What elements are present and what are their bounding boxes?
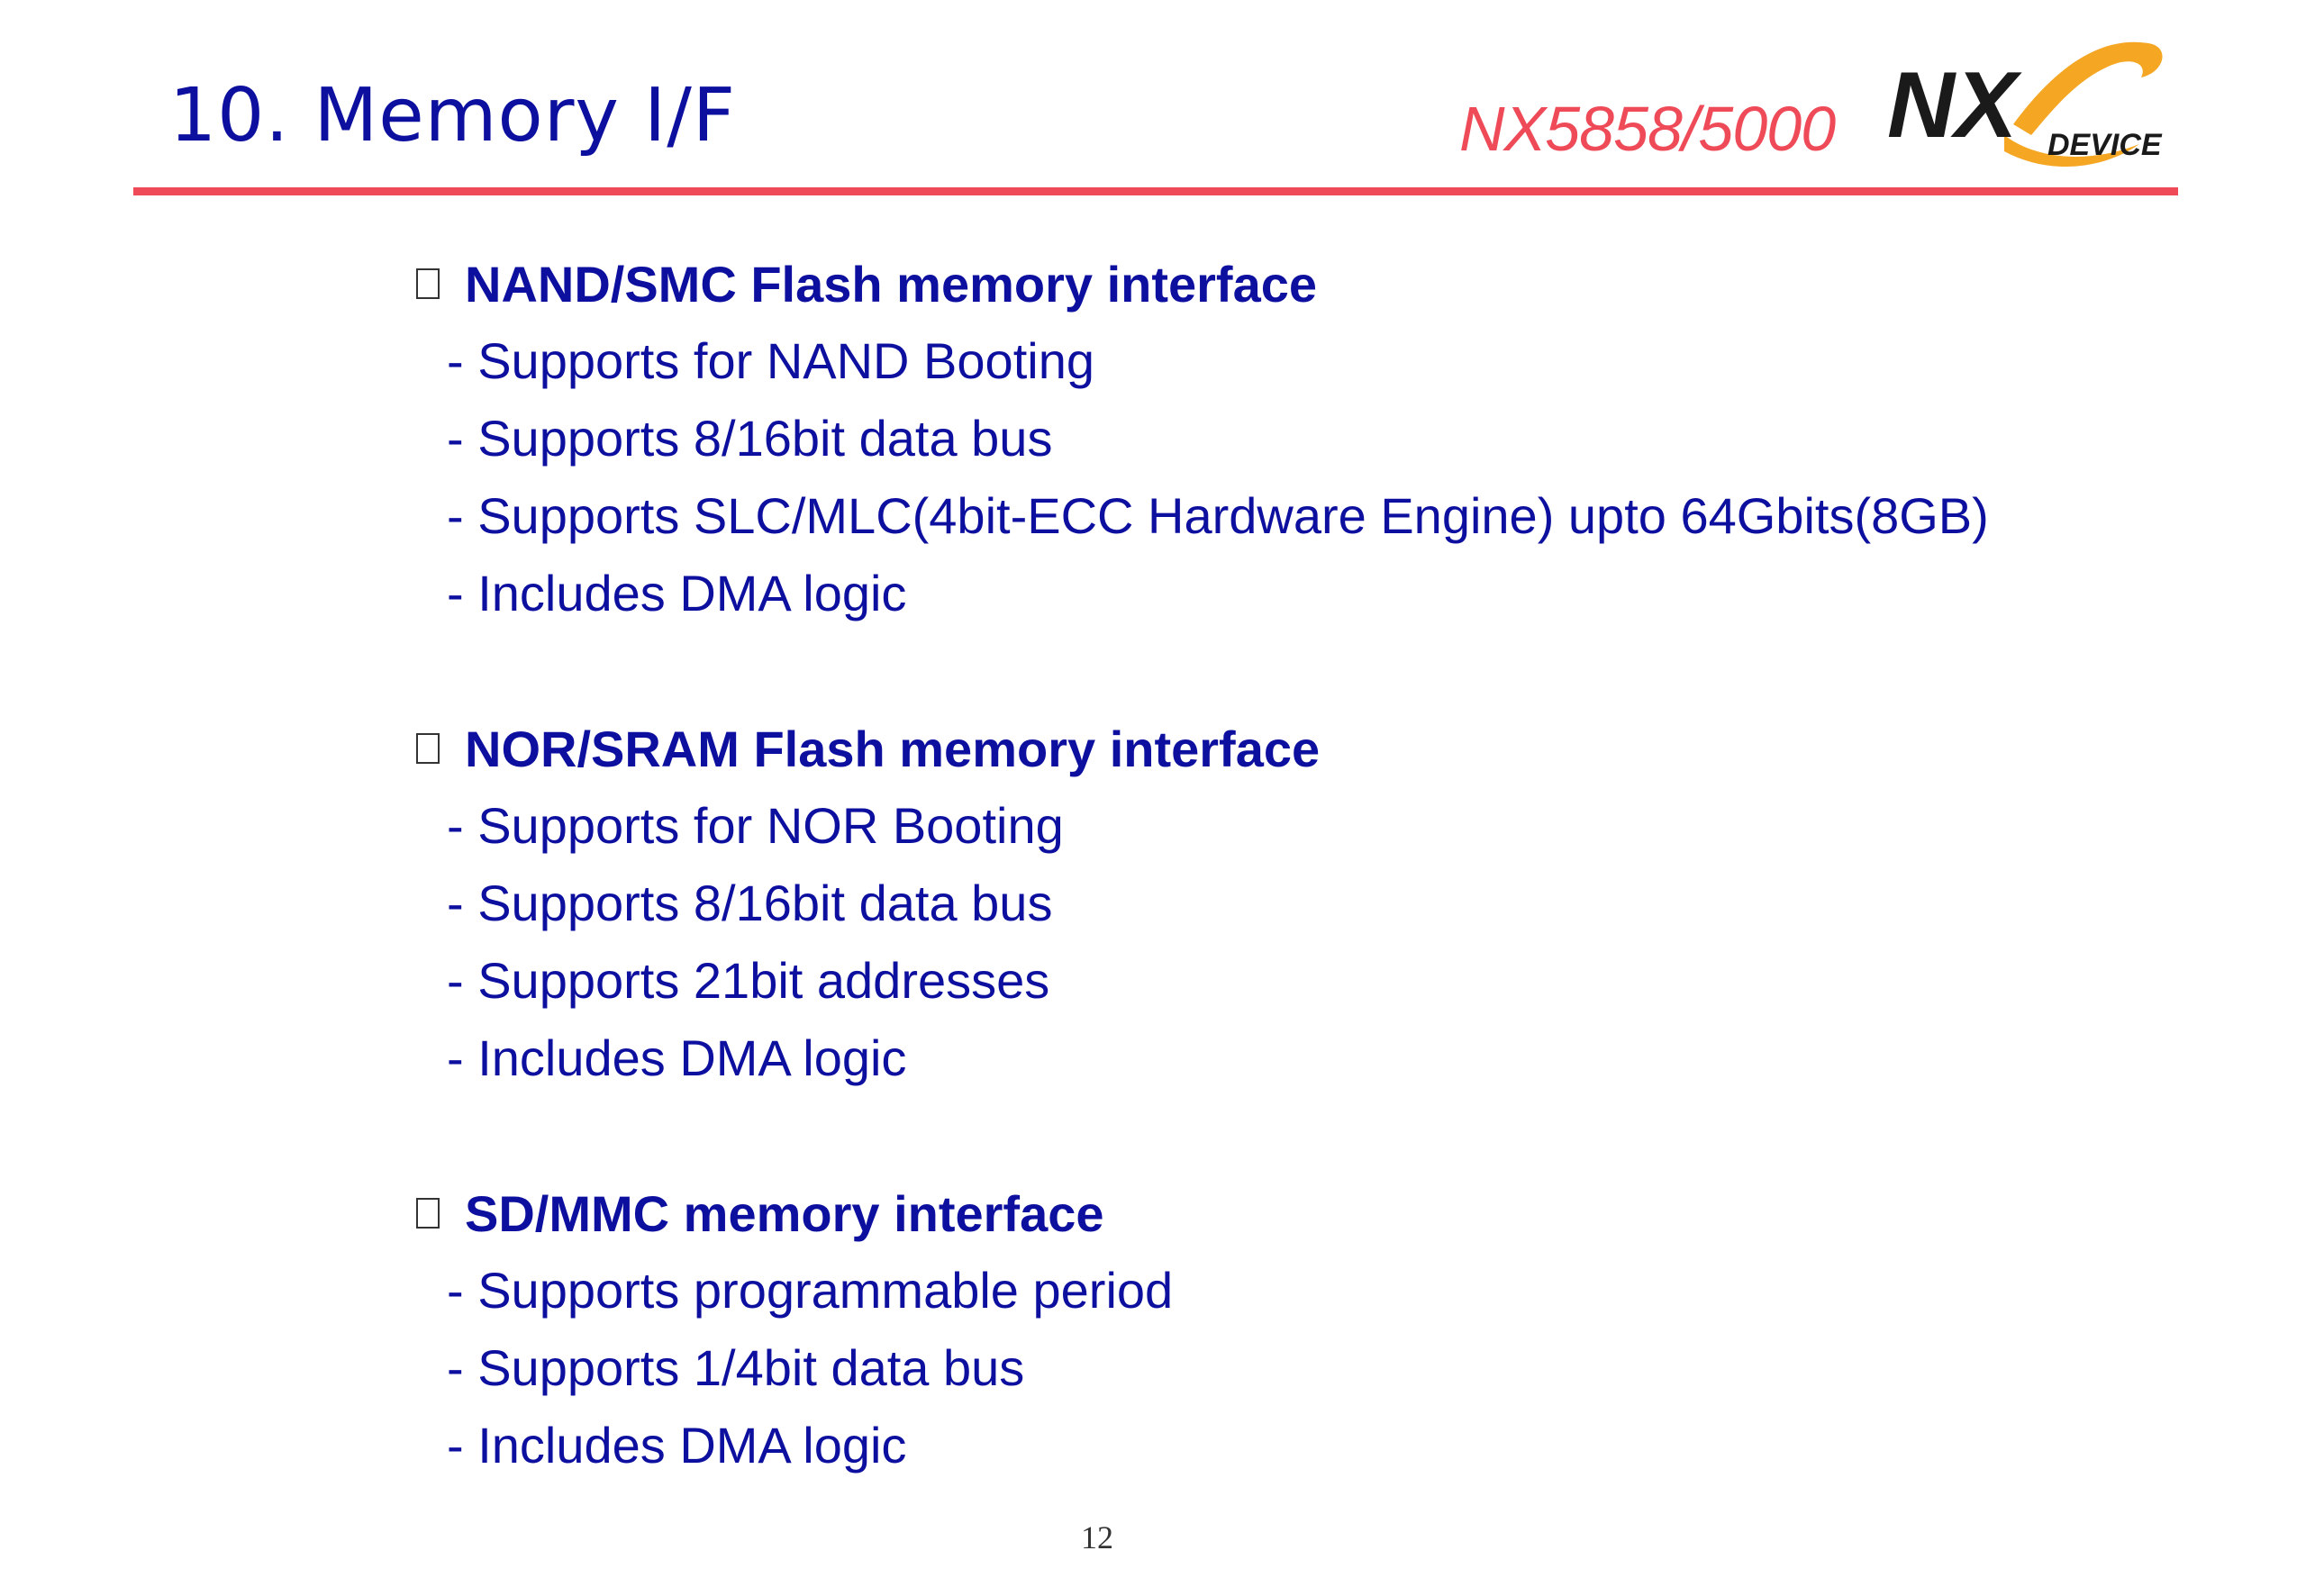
list-item: - Supports 1/4bit data bus [447, 1339, 1025, 1396]
section-heading: NAND/SMC Flash memory interface [413, 245, 2142, 322]
list-item: - Includes DMA logic [447, 565, 907, 621]
section-nor: NOR/SRAM Flash memory interface - Suppor… [413, 710, 2142, 1097]
section-heading: SD/MMC memory interface [413, 1174, 2142, 1252]
list-item: - Supports 8/16bit data bus [447, 410, 1053, 467]
logo-nx-text: NX [1887, 53, 2022, 158]
content-area: NAND/SMC Flash memory interface - Suppor… [413, 245, 2142, 1484]
square-bullet-icon [416, 733, 440, 764]
square-bullet-icon [416, 268, 440, 299]
section-sdmmc: SD/MMC memory interface - Supports progr… [413, 1174, 2142, 1484]
list-item: - Supports for NAND Booting [447, 332, 1094, 389]
square-bullet-icon [416, 1198, 440, 1229]
list-item: - Includes DMA logic [447, 1029, 907, 1086]
section-heading: NOR/SRAM Flash memory interface [413, 710, 2142, 787]
title-rule [133, 187, 2178, 195]
section-nand: NAND/SMC Flash memory interface - Suppor… [413, 245, 2142, 632]
section-heading-label: NOR/SRAM Flash memory interface [465, 720, 1321, 777]
list-item: - Supports programmable period [447, 1262, 1174, 1319]
logo-swoosh-icon [2013, 41, 2163, 135]
list-item: - Supports 21bit addresses [447, 952, 1050, 1009]
list-item: - Supports 8/16bit data bus [447, 875, 1053, 931]
list-item: - Includes DMA logic [447, 1417, 907, 1474]
page-number: 12 [1081, 1519, 1113, 1555]
model-name: NX5858/5000 [1459, 94, 1836, 164]
list-item: - Supports SLC/MLC(4bit-ECC Hardware Eng… [447, 487, 1989, 544]
list-item: - Supports for NOR Booting [447, 797, 1064, 854]
section-heading-label: NAND/SMC Flash memory interface [465, 255, 1318, 313]
slide-title: 10. Memory I/F [169, 73, 736, 159]
logo-swoosh-lower-icon [2004, 135, 2139, 168]
nx-device-logo: NX DEVICE [1887, 41, 2163, 168]
section-heading-label: SD/MMC memory interface [465, 1184, 1104, 1242]
logo-device-text: DEVICE [2047, 128, 2163, 162]
